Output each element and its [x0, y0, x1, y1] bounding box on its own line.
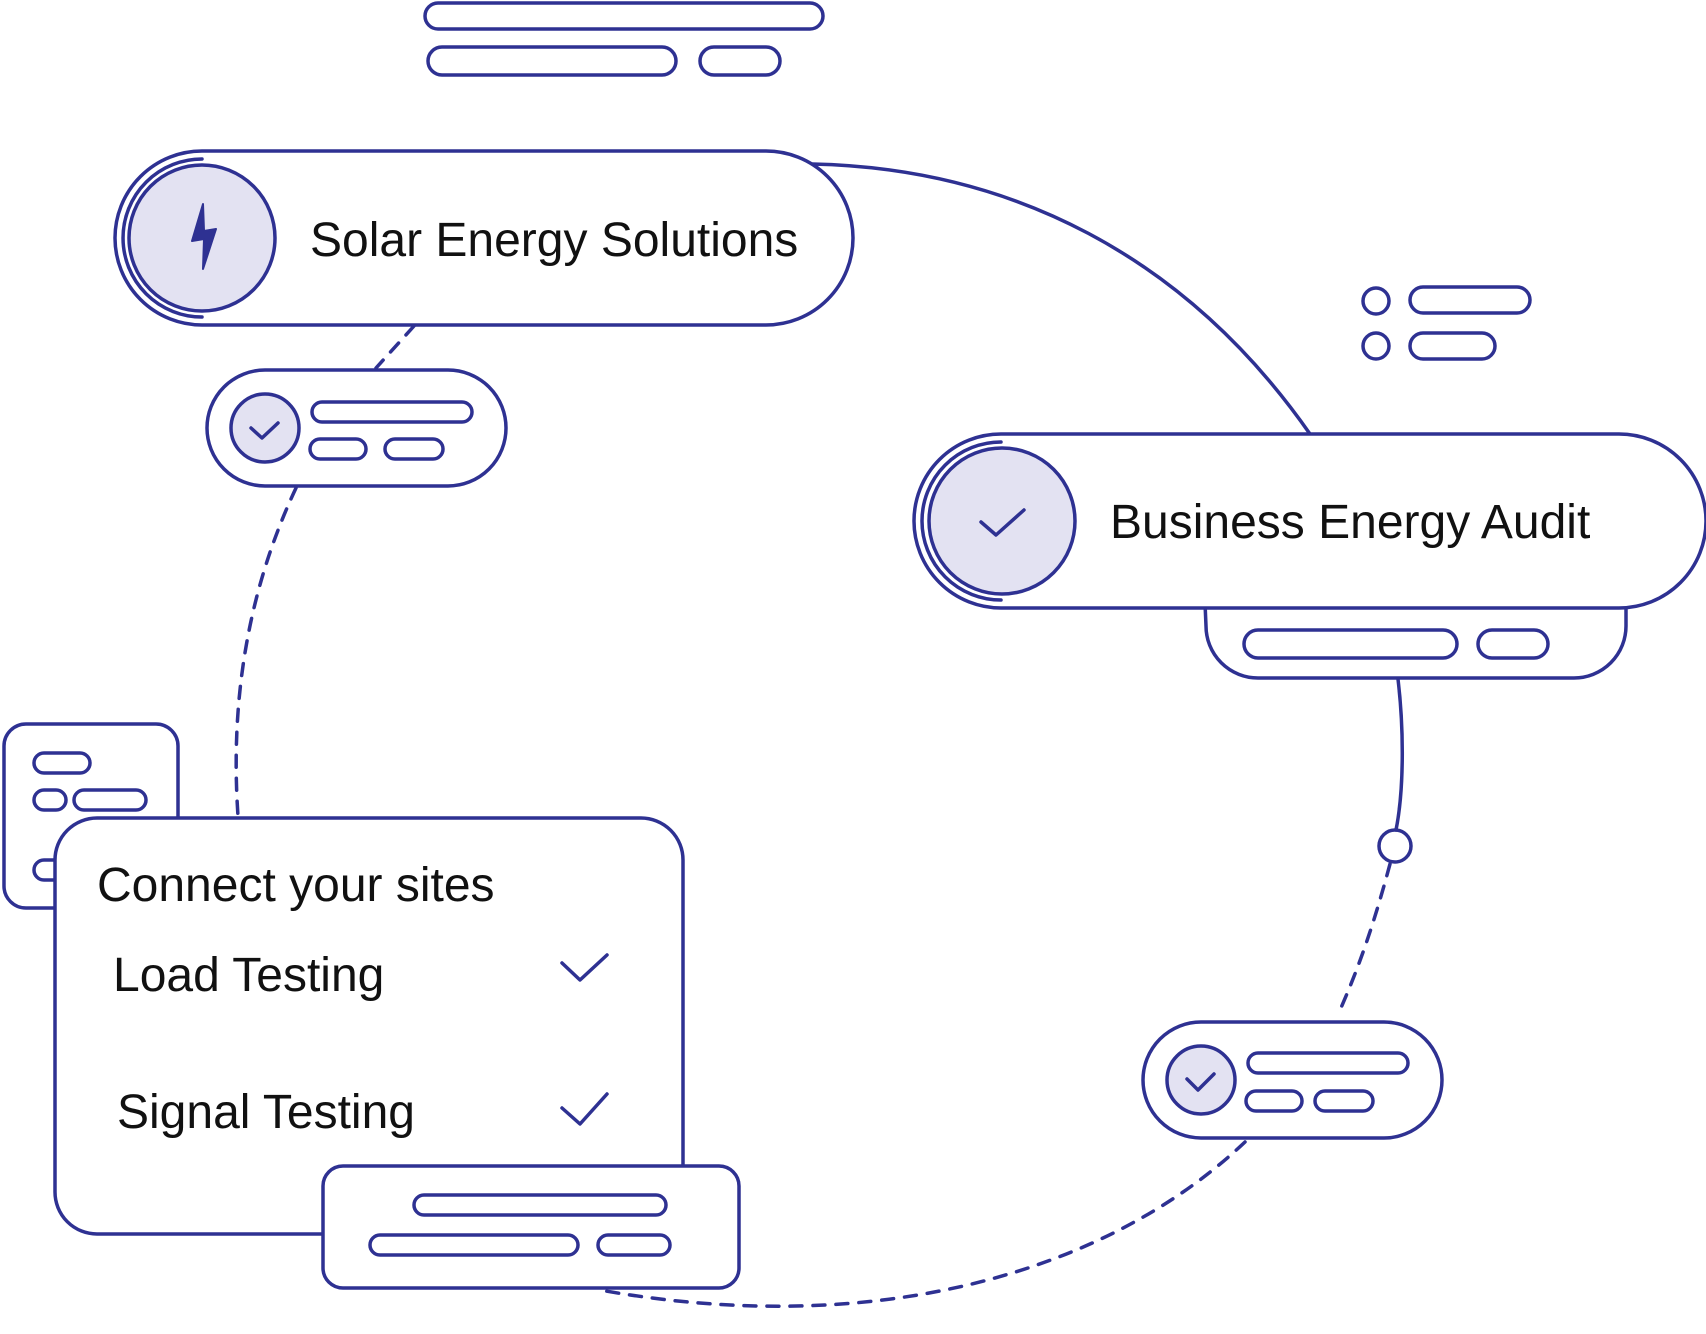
connector-dashed-right — [1338, 862, 1392, 1012]
top-placeholder-lines — [423, 1, 825, 77]
bottom-detail-card — [321, 1164, 741, 1290]
check-icon — [560, 1092, 609, 1126]
check-icon — [249, 421, 280, 440]
business-energy-audit-pill[interactable] — [912, 432, 1706, 610]
status-pill-left — [205, 368, 508, 488]
audit-detail-tray — [1203, 601, 1628, 680]
check-icon — [979, 508, 1026, 537]
status-pill-right — [1141, 1020, 1444, 1140]
dot-list-decoration — [1361, 285, 1532, 361]
card-item-label: Signal Testing — [117, 1086, 415, 1139]
audit-pill-label: Business Energy Audit — [1110, 496, 1590, 549]
lightning-bolt-icon — [191, 203, 217, 270]
solar-pill-label: Solar Energy Solutions — [310, 214, 798, 267]
connector-dashed-left — [234, 486, 298, 818]
connector-dashed-top-left — [374, 324, 416, 370]
card-title: Connect your sites — [97, 859, 495, 912]
connector-solid-top — [810, 162, 1312, 436]
audit-icon-circle — [927, 446, 1077, 596]
card-item-label: Load Testing — [113, 949, 384, 1002]
connector-node — [1377, 828, 1413, 864]
connector-solid-right — [1394, 677, 1405, 832]
check-icon — [560, 953, 609, 982]
connector-dashed-bottom — [598, 1140, 1247, 1308]
check-icon — [1185, 1072, 1216, 1092]
